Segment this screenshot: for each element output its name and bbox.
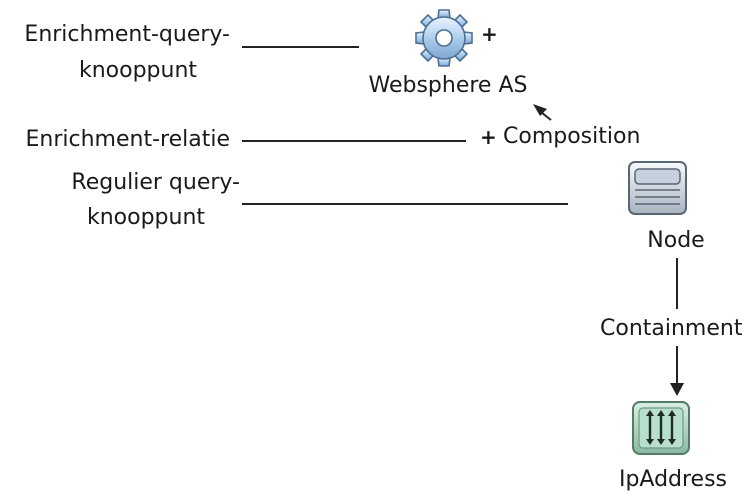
legend-enrichment-query-node-wrap: knooppunt — [68, 54, 208, 88]
containment-edge-label: Containment — [600, 316, 743, 341]
gear-icon — [415, 9, 473, 67]
legend-regular-query-node-line1: Regulier query- — [71, 170, 240, 195]
legend-regular-query-node-wrap: knooppunt — [76, 201, 216, 235]
composition-arrowhead — [533, 104, 547, 116]
ip-address-icon — [632, 401, 690, 455]
composition-edge-label: Composition — [503, 124, 641, 149]
legend-enrichment-query-node-line2: knooppunt — [78, 58, 198, 83]
legend-enrichment-relation: Enrichment-relatie — [6, 123, 230, 157]
legend-enrichment-query-node-line1: Enrichment-query- — [24, 22, 230, 47]
legend-enrichment-query-node: Enrichment-query- — [6, 18, 230, 52]
legend-regular-query-node-line2: knooppunt — [86, 205, 206, 230]
server-stack-icon — [628, 161, 687, 215]
composition-plus-marker: + — [480, 125, 497, 149]
legend-enrichment-relation-text: Enrichment-relatie — [25, 127, 230, 152]
node-label: Node — [647, 228, 705, 253]
ipaddress-node-label: IpAddress — [618, 467, 728, 492]
containment-arrowhead — [670, 383, 684, 396]
websphere-node-label: Websphere AS — [368, 73, 528, 98]
legend-regular-query-node: Regulier query- — [44, 166, 240, 200]
websphere-plus-marker: + — [481, 22, 498, 46]
